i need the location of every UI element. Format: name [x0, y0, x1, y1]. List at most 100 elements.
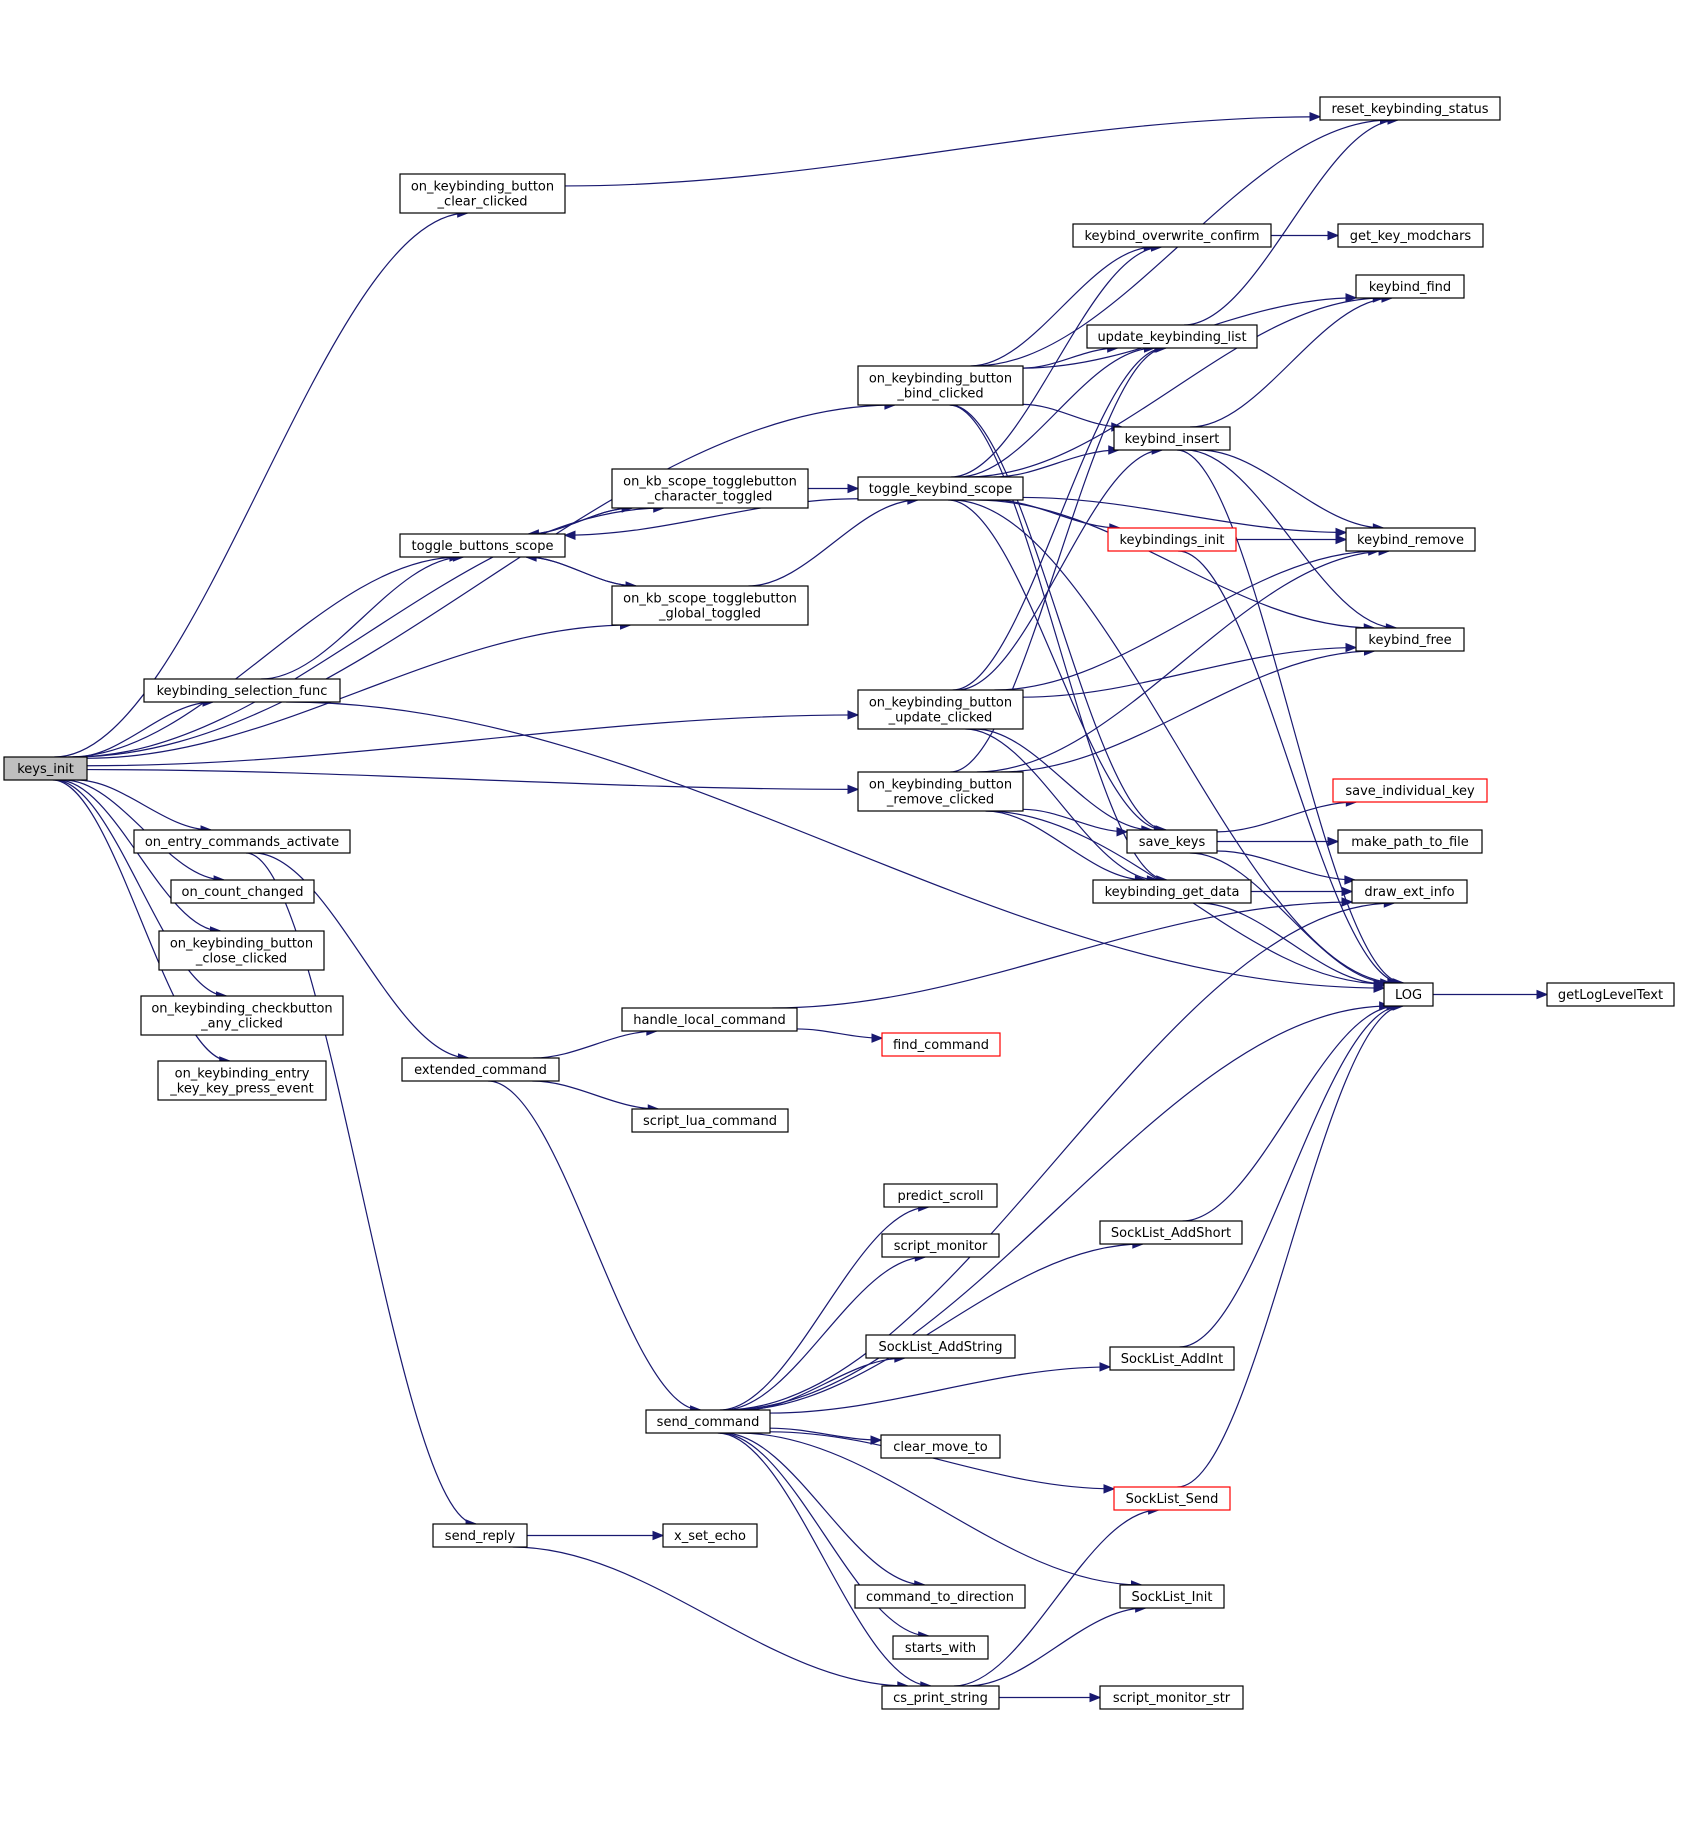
node-keybind-free[interactable]: keybind_free — [1355, 627, 1465, 652]
node-on-keybinding-button-remove-clicked[interactable]: on_keybinding_button_remove_clicked — [857, 771, 1024, 812]
node-update-keybinding-list[interactable]: update_keybinding_list — [1086, 324, 1258, 349]
node-on-keybinding-button-bind-clicked[interactable]: on_keybinding_button_bind_clicked — [857, 365, 1024, 406]
node-keybinding-get-data[interactable]: keybinding_get_data — [1092, 879, 1252, 904]
node-on-kb-scope-togglebutton-global-toggled[interactable]: on_kb_scope_togglebutton_global_toggled — [611, 585, 809, 626]
edge-line — [1177, 550, 1403, 984]
node-keybinding-selection-func[interactable]: keybinding_selection_func — [143, 678, 341, 703]
node-socklist-init[interactable]: SockList_Init — [1119, 1584, 1225, 1609]
edge-send-command-to-script-monitor — [723, 1252, 927, 1411]
node-script-lua-command[interactable]: script_lua_command — [631, 1108, 789, 1133]
edge-keybindings-init-to-keybind-remove — [1236, 534, 1348, 545]
node-on-keybinding-button-close-clicked[interactable]: on_keybinding_button_close_clicked — [158, 930, 325, 971]
node-reset-keybinding-status[interactable]: reset_keybinding_status — [1319, 96, 1501, 121]
node-script-monitor[interactable]: script_monitor — [881, 1233, 1000, 1258]
edge-line — [54, 779, 227, 997]
node-label: _remove_clicked — [886, 793, 994, 808]
node-keybind-overwrite-confirm[interactable]: keybind_overwrite_confirm — [1072, 223, 1272, 248]
node-label: clear_move_to — [893, 1440, 987, 1455]
node-on-keybinding-entry-key-key-press-event[interactable]: on_keybinding_entry_key_key_press_event — [157, 1060, 327, 1101]
edge-line — [949, 404, 1167, 881]
node-label: script_monitor — [894, 1239, 988, 1254]
edge-line — [52, 779, 230, 1062]
edge-extended-command-to-script-lua-command — [532, 1080, 660, 1114]
node-draw-ext-info[interactable]: draw_ext_info — [1351, 879, 1468, 904]
arrowhead — [1103, 1484, 1116, 1494]
node-send-reply[interactable]: send_reply — [432, 1523, 528, 1548]
node-script-monitor-str[interactable]: script_monitor_str — [1099, 1685, 1244, 1710]
node-socklist-addint[interactable]: SockList_AddInt — [1109, 1346, 1235, 1371]
node-x-set-echo[interactable]: x_set_echo — [662, 1523, 758, 1548]
edge-line — [1216, 801, 1357, 833]
node-getlogleveltext[interactable]: getLogLevelText — [1546, 982, 1675, 1007]
node-predict-scroll[interactable]: predict_scroll — [883, 1183, 998, 1208]
edge-socklist-addint-to-log — [1179, 1001, 1403, 1348]
edge-on-kb-scope-togglebutton-global-toggled-to-toggle-buttons-scope — [524, 552, 637, 587]
node-label: _character_toggled — [647, 490, 773, 505]
node-handle-local-command[interactable]: handle_local_command — [621, 1007, 798, 1032]
node-toggle-keybind-scope[interactable]: toggle_keybind_scope — [857, 476, 1024, 501]
node-box — [1355, 627, 1465, 652]
node-socklist-addshort[interactable]: SockList_AddShort — [1099, 1220, 1243, 1245]
node-on-entry-commands-activate[interactable]: on_entry_commands_activate — [133, 829, 351, 854]
node-starts-with[interactable]: starts_with — [892, 1635, 989, 1660]
node-keybind-remove[interactable]: keybind_remove — [1345, 527, 1476, 552]
node-keybindings-init[interactable]: keybindings_init — [1107, 527, 1237, 552]
node-box — [1109, 1346, 1235, 1371]
node-save-individual-key[interactable]: save_individual_key — [1332, 778, 1488, 803]
node-label: x_set_echo — [674, 1529, 746, 1544]
node-label: SockList_Init — [1132, 1590, 1213, 1605]
node-log[interactable]: LOG — [1383, 982, 1434, 1007]
node-cs-print-string[interactable]: cs_print_string — [881, 1685, 1000, 1710]
node-on-count-changed[interactable]: on_count_changed — [170, 879, 315, 904]
node-box — [865, 1334, 1016, 1359]
edge-line — [564, 116, 1321, 187]
node-keybind-find[interactable]: keybind_find — [1355, 274, 1465, 299]
edge-line — [1179, 1005, 1402, 1348]
node-clear-move-to[interactable]: clear_move_to — [880, 1434, 1001, 1459]
node-keys-init[interactable]: keys_init — [3, 756, 88, 781]
node-on-keybinding-button-clear-clicked[interactable]: on_keybinding_button_clear_clicked — [399, 173, 566, 214]
node-command-to-direction[interactable]: command_to_direction — [854, 1584, 1026, 1609]
node-box — [170, 879, 315, 904]
node-send-command[interactable]: send_command — [645, 1409, 771, 1434]
node-save-keys[interactable]: save_keys — [1126, 829, 1218, 854]
node-label: SockList_Send — [1126, 1492, 1219, 1507]
node-find-command[interactable]: find_command — [881, 1032, 1001, 1057]
arrowhead — [847, 483, 860, 494]
edge-line — [286, 701, 1385, 989]
node-label: _bind_clicked — [896, 387, 983, 402]
node-on-keybinding-button-update-clicked[interactable]: on_keybinding_button_update_clicked — [857, 689, 1024, 730]
node-make-path-to-file[interactable]: make_path_to_file — [1337, 829, 1483, 854]
node-extended-command[interactable]: extended_command — [401, 1057, 560, 1082]
arrowhead — [847, 784, 860, 795]
node-box — [1332, 778, 1488, 803]
node-box — [3, 756, 88, 781]
node-box — [157, 1060, 327, 1101]
edge-on-kb-scope-togglebutton-character-toggled-to-toggle-keybind-scope — [808, 483, 860, 494]
edge-keys-init-to-on-keybinding-button-remove-clicked — [86, 768, 860, 795]
nodes-layer: keys_init on_keybinding_button_clear_clic… — [3, 96, 1675, 1710]
node-box — [1546, 982, 1675, 1007]
node-label: on_entry_commands_activate — [145, 835, 339, 850]
arrowhead — [1335, 527, 1348, 538]
edge-line — [1216, 850, 1355, 881]
node-keybind-insert[interactable]: keybind_insert — [1113, 426, 1231, 451]
node-label: SockList_AddShort — [1111, 1226, 1231, 1241]
node-label: toggle_keybind_scope — [869, 482, 1012, 497]
node-socklist-addstring[interactable]: SockList_AddString — [865, 1334, 1016, 1359]
node-box — [1319, 96, 1501, 121]
node-box — [611, 585, 809, 626]
node-on-keybinding-checkbutton-any-clicked[interactable]: on_keybinding_checkbutton_any_clicked — [140, 995, 344, 1036]
node-socklist-send[interactable]: SockList_Send — [1113, 1486, 1231, 1511]
node-label: on_kb_scope_togglebutton — [623, 592, 797, 607]
node-get-key-modchars[interactable]: get_key_modchars — [1337, 223, 1484, 248]
edge-line — [564, 498, 859, 536]
edge-log-to-getlogleveltext — [1432, 989, 1549, 1000]
node-toggle-buttons-scope[interactable]: toggle_buttons_scope — [399, 533, 566, 558]
edge-line — [951, 246, 1162, 478]
node-on-kb-scope-togglebutton-character-toggled[interactable]: on_kb_scope_togglebutton_character_toggl… — [611, 468, 809, 509]
edge-cs-print-string-to-socklist-init — [966, 1603, 1147, 1687]
node-label: save_keys — [1139, 835, 1206, 850]
edge-line — [726, 1005, 1390, 1411]
node-box — [1383, 982, 1434, 1007]
